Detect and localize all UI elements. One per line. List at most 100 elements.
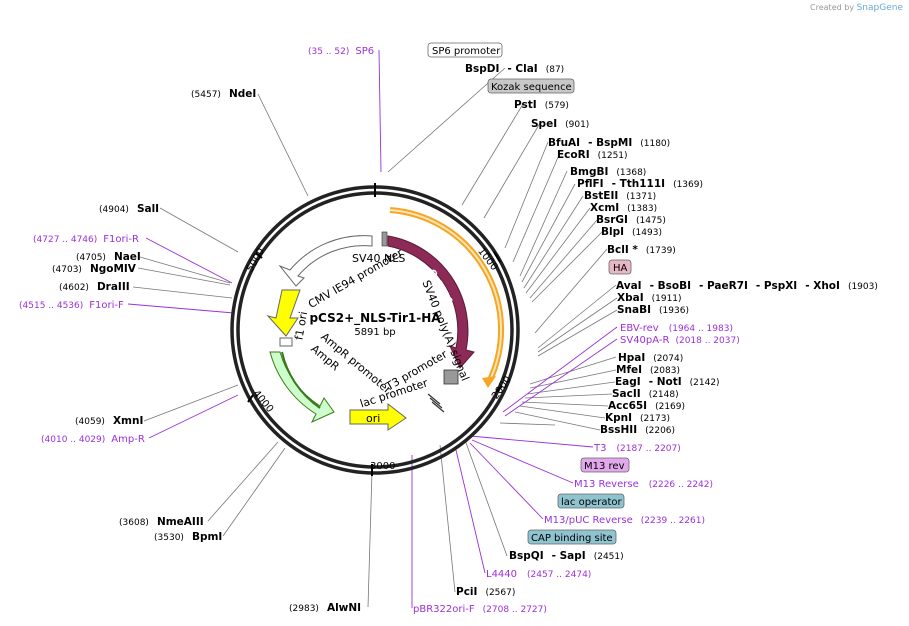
m13-rev-label: M13 rev [584, 461, 625, 472]
enzyme-position: (3608) [119, 518, 149, 528]
orf-arc-inner [389, 209, 503, 381]
enzyme-name: - SapI [552, 550, 586, 562]
tick-label-3000: 3000 [370, 461, 395, 472]
enzyme-position: (1739) [646, 246, 676, 256]
enzyme-position: (4602) [59, 283, 89, 293]
enzyme-position: (1369) [673, 180, 703, 190]
enzyme-position: (2142) [690, 378, 720, 388]
enzyme-position: (1251) [598, 151, 628, 161]
enzyme-xbai: XbaI(1911) [617, 292, 682, 304]
primer-range: (4727 .. 4746) [33, 235, 97, 245]
primer-name: T3 [593, 443, 606, 454]
enzyme-ecori: EcoRI (1251) [557, 149, 628, 161]
enzyme-bsrgi: BsrGI (1475) [596, 214, 666, 226]
enzyme-position: (1180) [640, 139, 670, 149]
enzyme-name: - XhoI [805, 280, 840, 292]
lac-operator-label: lac operator [561, 497, 622, 508]
enzyme-eagi-noti: EagI- NotI(2142) [615, 376, 720, 388]
enzyme-name: NmeAIII [157, 516, 204, 528]
enzyme-name: BclI * [607, 244, 638, 256]
enzyme-position: (2148) [649, 390, 679, 400]
primer-range: (2226 .. 2242) [649, 480, 713, 490]
enzyme-position: (3530) [154, 533, 184, 543]
enzyme-psti: PstI(579) [514, 99, 569, 111]
ampr-outline [281, 351, 321, 409]
enzyme-naei: (4705) NaeI [76, 251, 141, 263]
enzyme-position: (2074) [653, 354, 683, 364]
primer-name: M13/pUC Reverse [544, 515, 633, 526]
enzyme-name: Acc65I [608, 400, 647, 412]
enzyme-name: NaeI [114, 251, 141, 263]
enzyme-position: (4059) [75, 417, 105, 427]
t3-promoter-box [443, 369, 459, 385]
primer-ebv-rev: EBV-rev (1964 .. 1983) [620, 323, 733, 334]
f1-ori-label: f1 ori [292, 311, 310, 342]
enzyme-name: KpnI [605, 412, 632, 424]
enzyme-name: - ClaI [507, 63, 537, 75]
enzyme-position: (1493) [632, 228, 662, 238]
enzyme-position: (2567) [485, 588, 515, 598]
enzyme-position: (4705) [76, 253, 106, 263]
primer-name: F1ori-F [89, 300, 124, 311]
enzyme-position: (2206) [645, 426, 675, 436]
enzyme-position: (4904) [99, 205, 129, 215]
enzyme-pcii: PciI(2567) [456, 586, 515, 598]
enzyme-position: (901) [565, 120, 589, 130]
enzyme-position: (1368) [616, 168, 646, 178]
enzyme-position: (2173) [640, 414, 670, 424]
primer-range: (2708 .. 2727) [483, 605, 547, 615]
enzyme-position: (1475) [636, 216, 666, 226]
enzyme-name: AlwNI [327, 602, 361, 614]
enzyme-name: - PaeR7I [699, 280, 748, 292]
primer-range: (4515 .. 4536) [19, 301, 83, 311]
enzyme-draiii: (4602)DraIII [59, 281, 130, 293]
ampr-promoter-marker [279, 337, 293, 347]
plasmid-name: pCS2+_NLS-Tir1-HA [309, 311, 441, 326]
primer-range: (2187 .. 2207) [616, 444, 680, 454]
enzyme-position: (1383) [627, 204, 657, 214]
leader-lines [132, 67, 618, 608]
enzyme-name: - NotI [649, 376, 682, 388]
primer-range: (2018 .. 2037) [675, 336, 739, 346]
enzyme-name: SalI [137, 203, 159, 215]
primer-name: SP6 [355, 46, 374, 57]
primer-m13-reverse: M13 Reverse(2226 .. 2242) [574, 479, 713, 490]
primer-amp-r: (4010 .. 4029)Amp-R [41, 434, 145, 445]
lac-marker [427, 393, 445, 413]
primer-sp6: (35 .. 52) SP6 [308, 46, 374, 57]
primer-pbr322ori-f: pBR322ori-F(2708 .. 2727) [413, 604, 547, 615]
kozak-box [487, 78, 575, 94]
primer-name: SV40pA-R [620, 335, 669, 346]
primer-range: (1964 .. 1983) [669, 324, 733, 334]
enzyme-name: SacII [612, 388, 641, 400]
plasmid-length: 5891 bp [354, 327, 395, 338]
m13-rev-box [580, 457, 630, 473]
enzyme-name: BfuAI [548, 137, 580, 149]
enzyme-bsteii: BstEII(1371) [584, 190, 656, 202]
primer-name: EBV-rev [620, 323, 659, 334]
primer-name: Amp-R [111, 434, 145, 445]
primer-name: L4440 [486, 569, 517, 580]
enzyme-name: BsrGI [596, 214, 628, 226]
enzyme-position: (1936) [659, 306, 689, 316]
enzyme-blpi: BlpI(1493) [601, 226, 662, 238]
primer-name: F1ori-R [103, 234, 139, 245]
enzyme-name: XcmI [590, 202, 619, 214]
enzyme-avai-group: AvaI- BsoBI- PaeR7I- PspXI- XhoI(1903) [616, 280, 878, 292]
sp6-promoter-label: SP6 promoter [432, 46, 501, 57]
enzyme-name: PstI [514, 99, 537, 111]
kozak-label: Kozak sequence [491, 82, 572, 93]
sp6-promoter-box [427, 42, 503, 58]
enzyme-name: BssHII [600, 424, 637, 436]
primer-leaders [127, 49, 618, 608]
tick-label-5000: 5000 [245, 246, 267, 274]
enzyme-sacii: SacII (2148) [612, 388, 679, 400]
primer-sv40pa-r: SV40pA-R (2018 .. 2037) [620, 335, 740, 346]
primer-range: (35 .. 52) [308, 47, 349, 57]
primer-m13-puc-reverse: M13/pUC Reverse(2239 .. 2261) [544, 515, 705, 526]
enzyme-name: EcoRI [557, 149, 590, 161]
enzyme-xmni: (4059)XmnI [75, 415, 143, 427]
enzyme-name: SnaBI [617, 304, 651, 316]
enzyme-name: XbaI [617, 292, 644, 304]
